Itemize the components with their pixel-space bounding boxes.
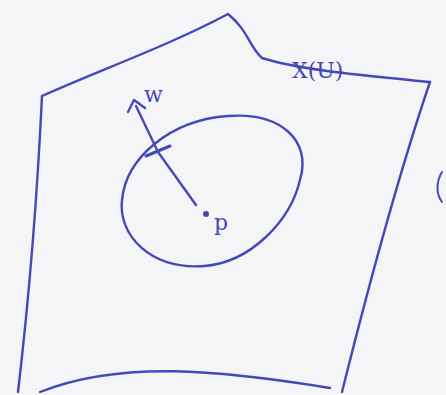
region-curve: [122, 116, 303, 267]
vector-line: [136, 106, 196, 205]
region-label: X(U): [292, 60, 343, 82]
vector-label: w: [144, 84, 163, 106]
point-label: p: [214, 212, 228, 234]
tangent-tick: [146, 146, 170, 156]
surface-bottom-edge: [40, 371, 330, 392]
surface-back-edge: [228, 14, 430, 82]
surface-top-edge: [42, 14, 228, 96]
edge-mark: [438, 172, 443, 202]
vector-arrowhead: [128, 100, 145, 112]
point-dot: [203, 211, 209, 217]
surface-left-edge: [18, 96, 42, 392]
surface-right-edge: [342, 82, 430, 392]
